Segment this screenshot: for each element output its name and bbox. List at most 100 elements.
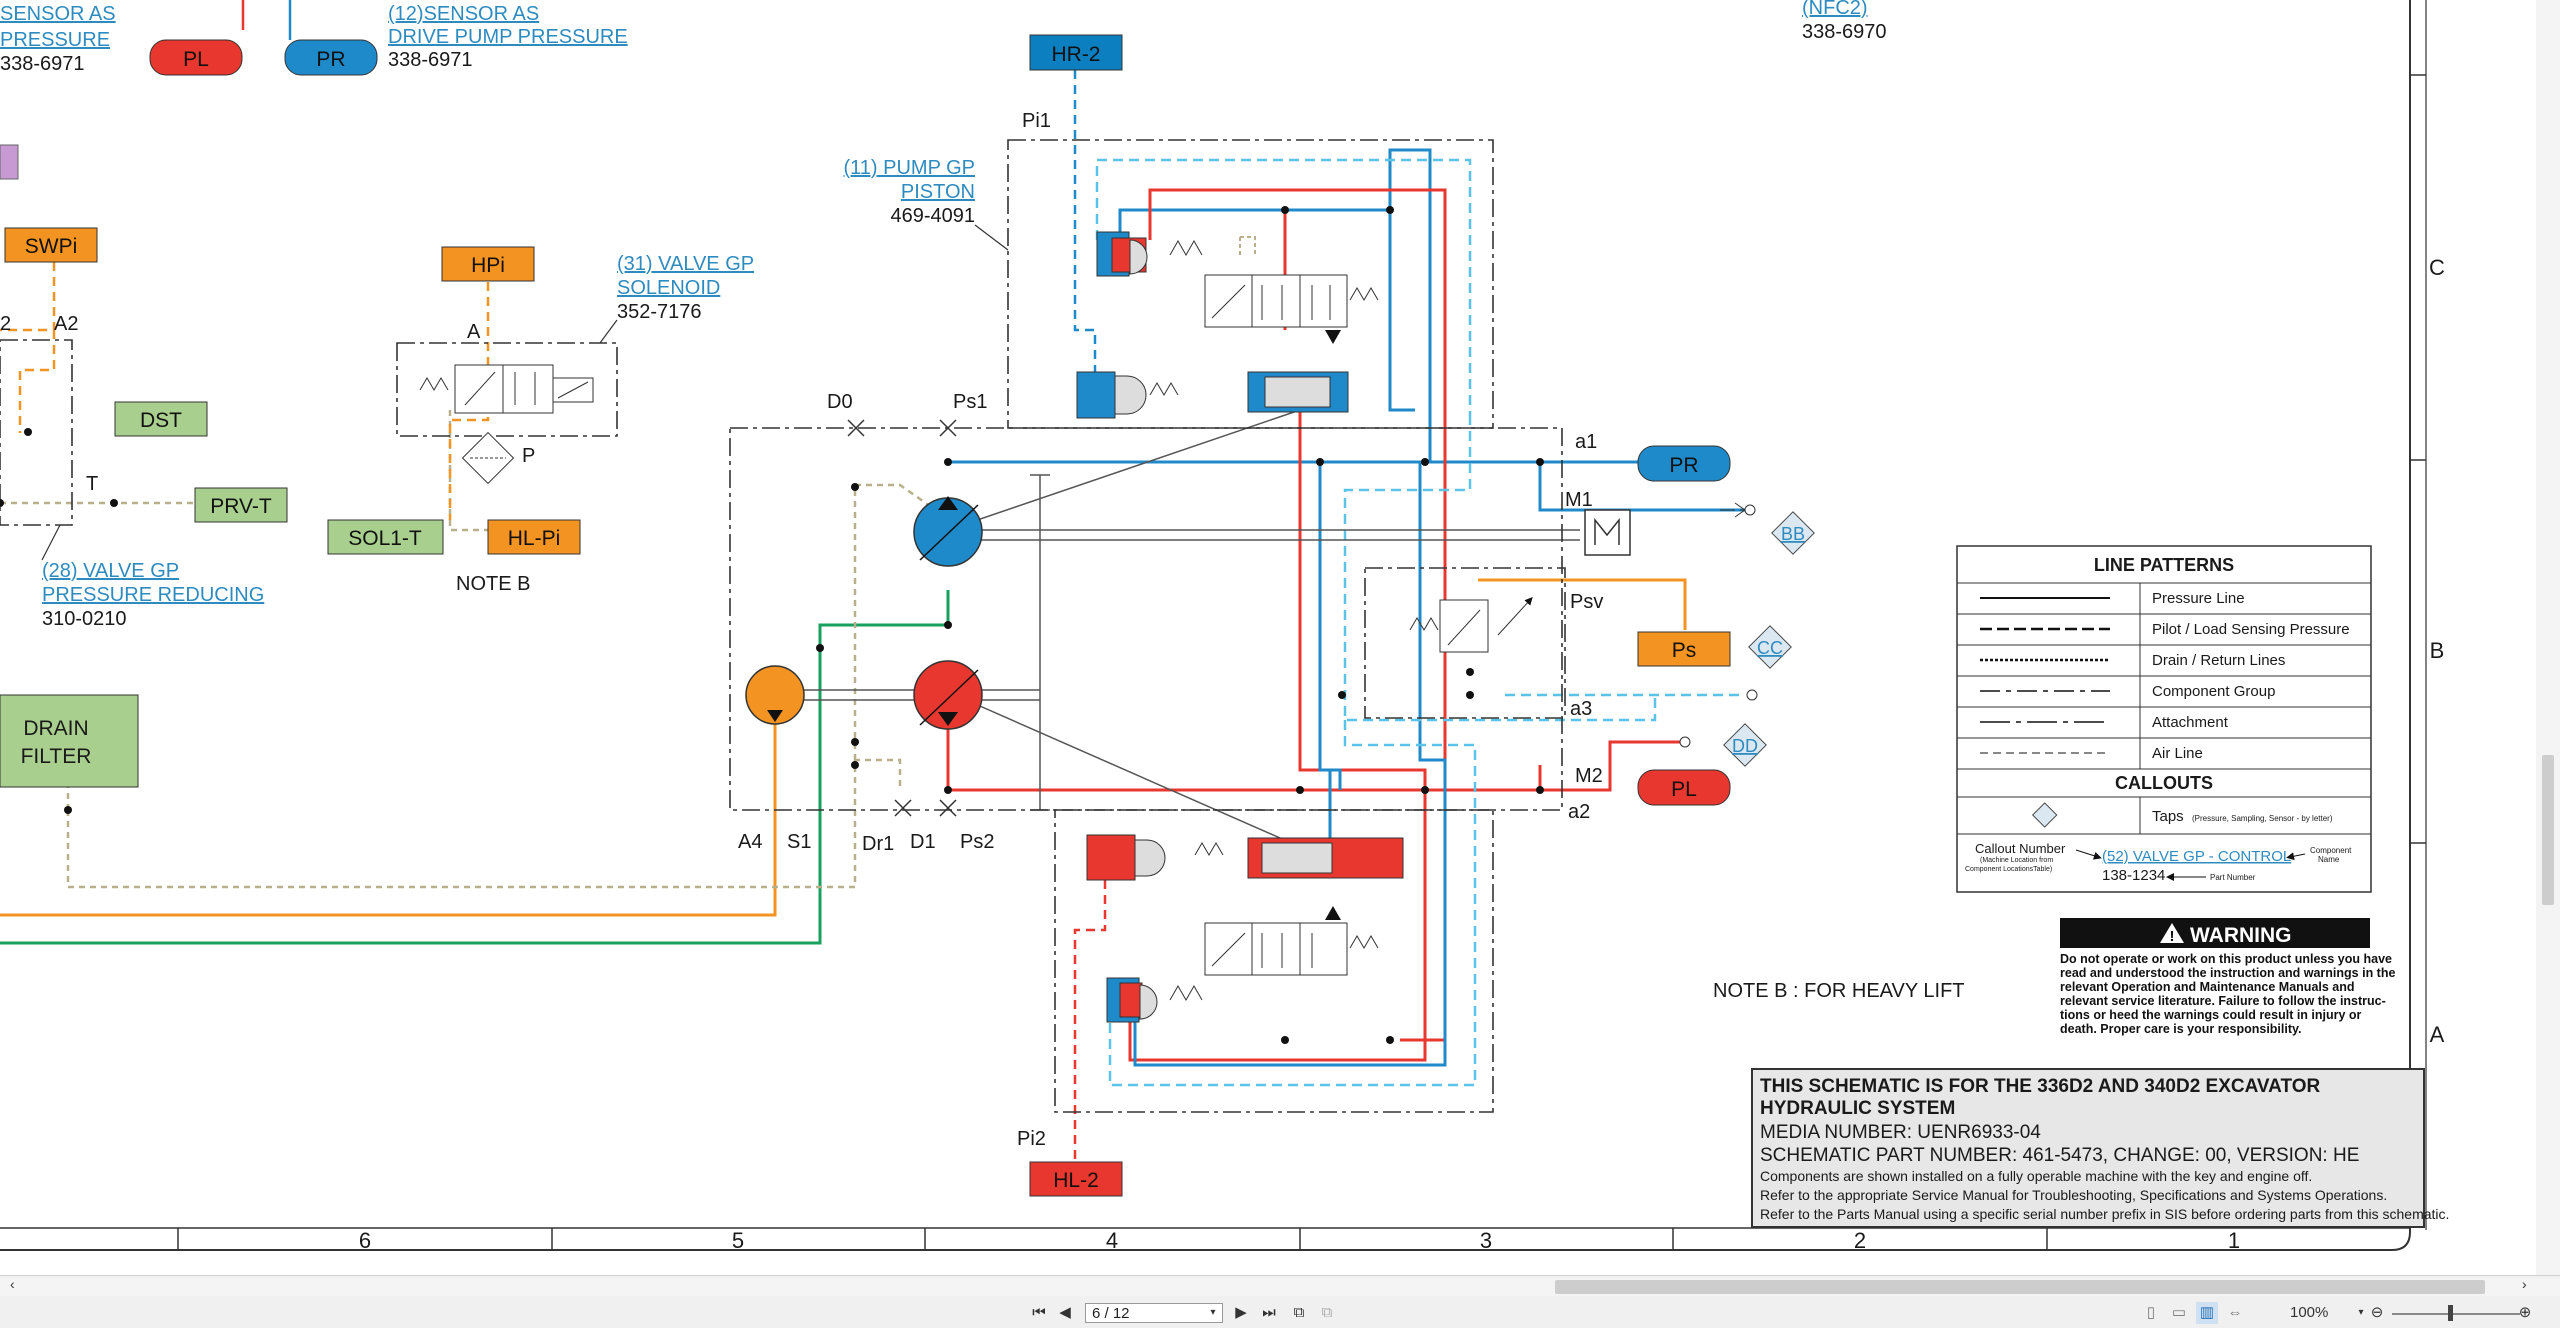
tap-dd[interactable]: DD (1679, 723, 1767, 767)
prev-page-icon[interactable]: ◀ (1059, 1304, 1071, 1321)
page-back-icon[interactable]: ⧉ (1293, 1304, 1305, 1321)
solenoid-valve-31 (419, 364, 594, 485)
chevron-down-icon[interactable]: ▾ (1210, 1307, 1216, 1318)
grid-row-a: A (2430, 1022, 2445, 1047)
svg-text:Drain / Return Lines: Drain / Return Lines (2152, 652, 2285, 669)
svg-text:DST: DST (140, 409, 182, 432)
svg-text:WARNING: WARNING (2190, 924, 2292, 947)
tag-hl-2[interactable]: HL-2 (1029, 1161, 1123, 1197)
zoom-slider-track[interactable] (2392, 1313, 2520, 1315)
tag-swpi[interactable]: SWPi (4, 227, 98, 263)
callout-valve28-l1[interactable]: (28) VALVE GP (42, 560, 179, 582)
svg-text:BB: BB (1781, 524, 1805, 544)
sheet-border (0, 0, 2411, 1251)
zoom-slider-thumb[interactable] (2448, 1305, 2453, 1321)
svg-text:D0: D0 (827, 391, 853, 413)
zoom-level[interactable]: 100% (2290, 1304, 2329, 1321)
vertical-scroll-thumb[interactable] (2542, 755, 2554, 905)
zoom-in-icon[interactable]: ⊕ (2518, 1304, 2532, 1321)
pilot-pump (745, 665, 805, 725)
svg-text:THIS SCHEMATIC IS FOR THE 336D: THIS SCHEMATIC IS FOR THE 336D2 AND 340D… (1760, 1076, 2321, 1097)
svg-text:read and understood the instru: read and understood the instruction and … (2060, 966, 2395, 980)
tag-prv-t[interactable]: PRV-T (194, 487, 288, 523)
first-page-icon[interactable]: ⏮ (1032, 1304, 1046, 1321)
tag-pl-top[interactable]: PL (149, 39, 243, 76)
svg-text:a1: a1 (1575, 431, 1597, 453)
legend-line-patterns: LINE PATTERNS Pressure Line Pilot / Load… (1956, 545, 2372, 893)
callout-valve31-l1[interactable]: (31) VALVE GP (617, 253, 754, 275)
scroll-left-arrow-icon[interactable]: ‹ (10, 1276, 15, 1292)
tag-pr[interactable]: PR (1637, 445, 1731, 482)
svg-text:M2: M2 (1575, 765, 1603, 787)
next-page-icon[interactable]: ▶ (1235, 1304, 1247, 1321)
page-forward-icon[interactable]: ⧉ (1321, 1304, 1333, 1321)
grid-col-2: 2 (1854, 1228, 1866, 1253)
horizontal-scrollbar[interactable]: ‹ › (0, 1276, 2560, 1296)
svg-text:HYDRAULIC SYSTEM: HYDRAULIC SYSTEM (1760, 1098, 1955, 1119)
zoom-dropdown-icon[interactable]: ▾ (2358, 1307, 2364, 1318)
tag-dst[interactable]: DST (114, 401, 208, 437)
horizontal-scroll-thumb[interactable] (1555, 1280, 2485, 1294)
single-page-icon[interactable]: ▯ (2146, 1304, 2156, 1321)
svg-text:!: ! (2170, 928, 2175, 945)
zoom-out-icon[interactable]: ⊖ (2370, 1304, 2384, 1321)
svg-text:Refer to the Parts Manual usin: Refer to the Parts Manual using a specif… (1760, 1206, 2449, 1222)
svg-text:HR-2: HR-2 (1051, 43, 1100, 66)
svg-text:relevant Operation and Mainten: relevant Operation and Maintenance Manua… (2060, 980, 2355, 994)
tag-ps[interactable]: Ps (1637, 631, 1731, 667)
tap-bb[interactable]: BB (1720, 502, 1815, 555)
grid-col-5: 5 (732, 1228, 744, 1253)
callout-valve28-l2[interactable]: PRESSURE REDUCING (42, 584, 264, 606)
facing-page-icon[interactable]: ▥ (2196, 1302, 2218, 1324)
svg-text:Ps1: Ps1 (953, 391, 987, 413)
vertical-scrollbar[interactable] (2536, 0, 2560, 1275)
tag-hpi[interactable]: HPi (441, 246, 535, 282)
svg-text:tions or heed the warnings cou: tions or heed the warnings could result … (2060, 1008, 2362, 1022)
callout-pump11-l1[interactable]: (11) PUMP GP (843, 157, 975, 179)
callout-pump11-l2[interactable]: PISTON (901, 181, 975, 203)
grid-col-4: 4 (1106, 1228, 1118, 1253)
scroll-right-arrow-icon[interactable]: › (2522, 1276, 2527, 1292)
svg-text:PRV-T: PRV-T (210, 495, 272, 518)
tag-pr-top[interactable]: PR (284, 39, 378, 76)
svg-text:MEDIA NUMBER: UENR6933-04: MEDIA NUMBER: UENR6933-04 (1760, 1122, 2041, 1143)
svg-text:(Machine Location from: (Machine Location from (1980, 857, 2053, 864)
legend-example-link[interactable]: (52) VALVE GP - CONTROL (2102, 848, 2291, 865)
callout-sensor-pressure-l1[interactable]: SENSOR AS (0, 3, 116, 25)
tag-hl-pi[interactable]: HL-Pi (487, 519, 581, 555)
svg-text:Pi1: Pi1 (1022, 110, 1051, 132)
svg-text:Ps: Ps (1672, 639, 1697, 662)
page-number-select[interactable]: 6 / 12 (1085, 1303, 1223, 1323)
grid-col-3: 3 (1480, 1228, 1492, 1253)
grid-col-6: 6 (359, 1228, 371, 1253)
svg-text:T: T (86, 473, 98, 495)
callout-nfc2[interactable]: (NFC2) (1802, 0, 1868, 19)
svg-text:SWPi: SWPi (25, 235, 78, 258)
drain-filter: DRAIN FILTER (0, 694, 139, 788)
main-pump-upper (913, 496, 983, 567)
callout-sensor12-l2[interactable]: DRIVE PUMP PRESSURE (388, 26, 628, 48)
tag-pl[interactable]: PL (1637, 769, 1731, 806)
callout-sensor-pressure-l2[interactable]: PRESSURE (0, 29, 110, 51)
fit-width-icon[interactable]: ⇔ (2227, 1304, 2243, 1321)
schematic-info-box: THIS SCHEMATIC IS FOR THE 336D2 AND 340D… (1751, 1068, 2449, 1228)
svg-text:DD: DD (1732, 736, 1758, 756)
grid-row-b: B (2430, 638, 2445, 663)
svg-text:Component LocationsTable): Component LocationsTable) (1965, 866, 2052, 873)
svg-text:A2: A2 (54, 313, 78, 335)
callout-valve31-l2[interactable]: SOLENOID (617, 277, 720, 299)
svg-text:HPi: HPi (471, 254, 505, 277)
svg-text:Component Group: Component Group (2152, 683, 2275, 700)
callout-valve28-pn: 310-0210 (42, 608, 127, 630)
svg-text:138-1234: 138-1234 (2102, 867, 2165, 884)
svg-text:Do not operate or work on this: Do not operate or work on this product u… (2060, 952, 2392, 966)
svg-text:a2: a2 (1568, 801, 1590, 823)
last-page-icon[interactable]: ⏭ (1262, 1304, 1276, 1321)
grid-row-c: C (2429, 255, 2445, 280)
tag-sol1-t[interactable]: SOL1-T (327, 519, 444, 555)
tap-cc[interactable]: CC (1746, 625, 1792, 701)
callout-sensor12-l1[interactable]: (12)SENSOR AS (388, 3, 539, 25)
continuous-page-icon[interactable]: ▭ (2171, 1304, 2187, 1321)
tag-hr-2[interactable]: HR-2 (1029, 34, 1123, 71)
grid-col-1: 1 (2228, 1228, 2240, 1253)
